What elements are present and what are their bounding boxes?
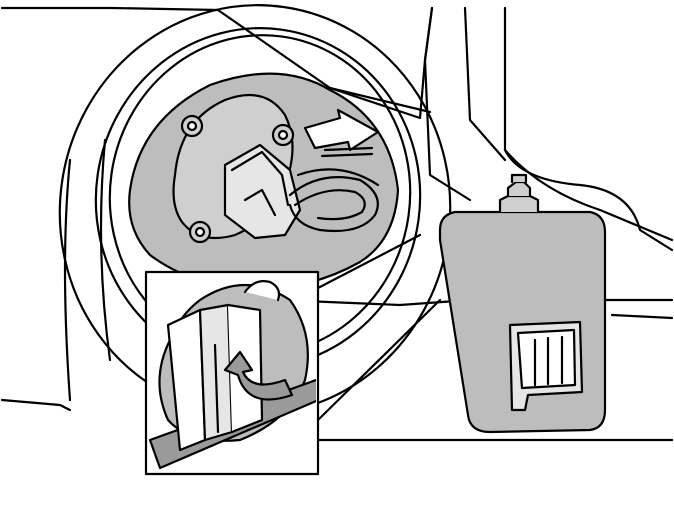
pull-out-arrow <box>303 108 380 158</box>
connector-socket <box>508 320 584 412</box>
lamp-base <box>128 72 400 292</box>
car-body-outline <box>0 6 674 442</box>
control-unit <box>438 173 607 434</box>
rotate-counterclockwise-arrow <box>223 350 294 401</box>
callout-leaders <box>316 233 442 422</box>
inset-detail <box>144 270 320 476</box>
